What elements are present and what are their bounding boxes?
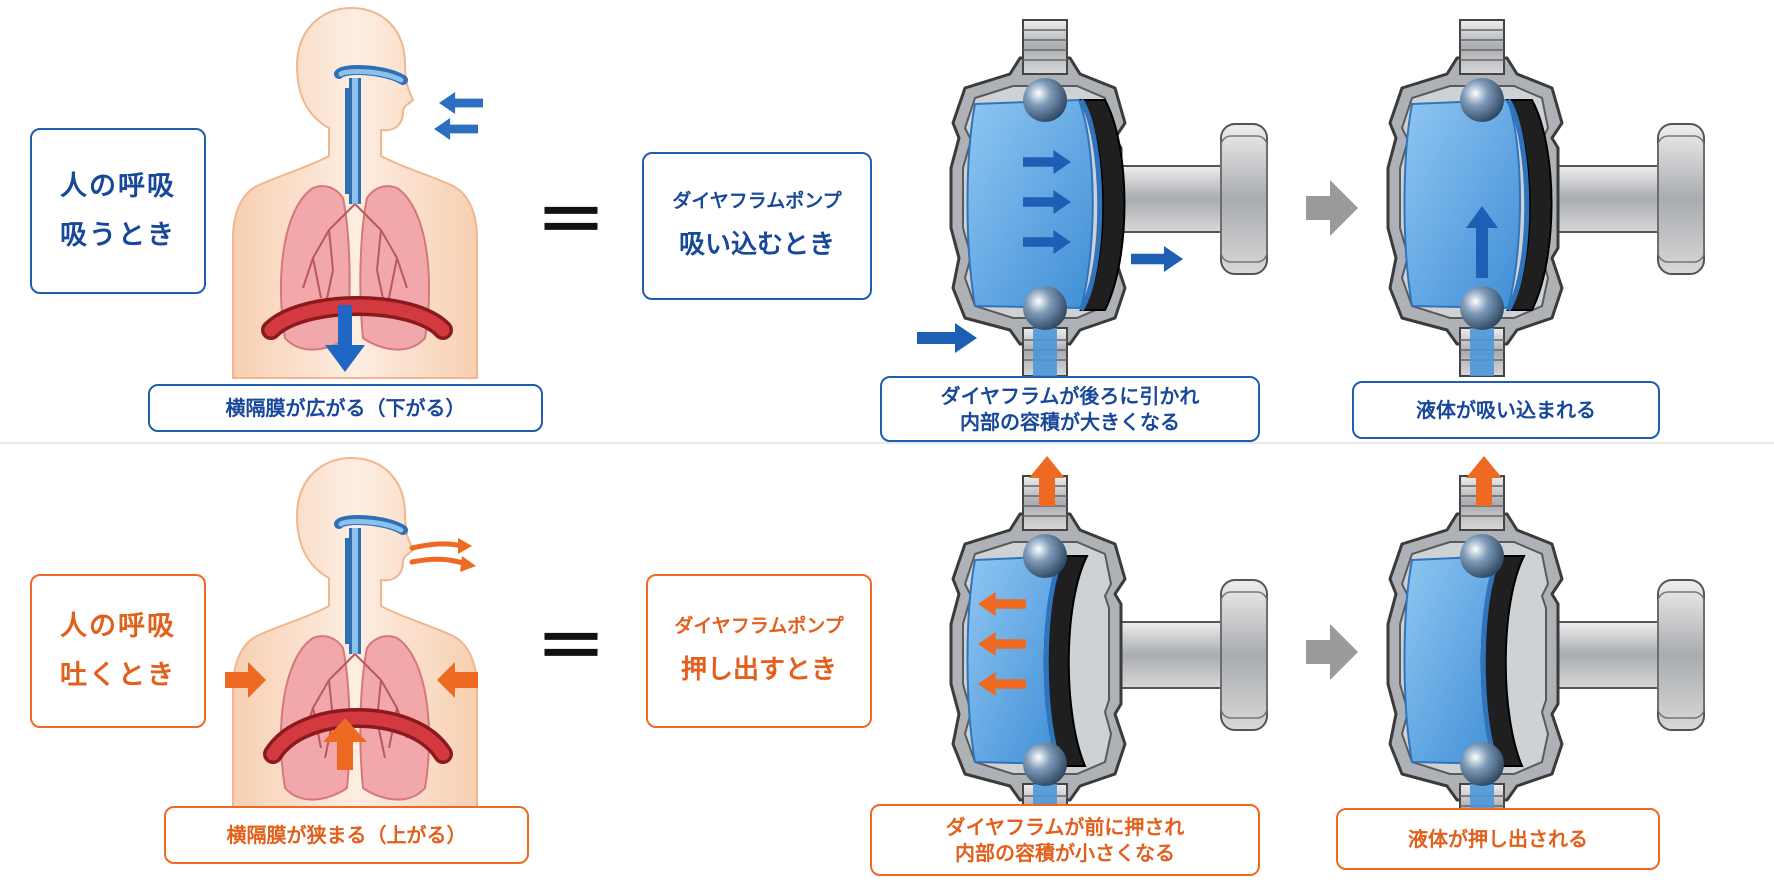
human-inhale-label: 人の呼吸 吸うとき <box>30 128 206 294</box>
gray-step-arrow-icon-top <box>1306 180 1358 236</box>
diaphragm-up-arrow <box>323 718 367 770</box>
flow-arrow-icon-outlet-2 <box>1466 456 1502 506</box>
human-inhale-line2: 吸うとき <box>60 220 176 251</box>
squeeze-arrow-right <box>437 662 478 698</box>
diaphragm-pump-icon-suction-1 <box>949 18 1269 378</box>
pump-suction-line1: ダイヤフラムポンプ <box>672 189 842 212</box>
air-in-arrows <box>434 92 483 140</box>
flow-arrow-icon-outlet-1 <box>1029 456 1065 506</box>
diaphragm-pump-icon-suction-2 <box>1386 18 1706 378</box>
human-exhale-line1: 人の呼吸 <box>60 610 176 642</box>
human-exhale-caption: 横隔膜が狭まる（上がる） <box>164 806 529 864</box>
equals-symbol-top: ＝ <box>536 180 606 262</box>
diaphragm-pump-icon-push-2 <box>1386 474 1706 834</box>
pump-suction-caption-1: ダイヤフラムが後ろに引かれ 内部の容積が大きくなる <box>880 376 1260 442</box>
human-exhale-line2: 吐くとき <box>60 660 176 691</box>
human-torso-icon-exhale <box>232 457 478 829</box>
squeeze-arrow-left <box>225 662 266 698</box>
pump-push-line1: ダイヤフラムポンプ <box>674 614 844 637</box>
pump-push-caption-2: 液体が押し出される <box>1336 808 1660 870</box>
human-torso-icon-inhale <box>232 7 478 379</box>
pump-suction-caption-2: 液体が吸い込まれる <box>1352 381 1660 439</box>
human-inhale-caption: 横隔膜が広がる（下がる） <box>148 384 543 432</box>
pump-suction-label: ダイヤフラムポンプ 吸い込むとき <box>642 152 872 300</box>
pump-suction-line2: 吸い込むとき <box>678 230 835 261</box>
pump-push-caption-1: ダイヤフラムが前に押され 内部の容積が小さくなる <box>870 804 1260 876</box>
gray-step-arrow-icon-bottom <box>1306 624 1358 680</box>
pump-push-line2: 押し出すとき <box>680 655 837 686</box>
equals-symbol-bottom: ＝ <box>536 606 606 688</box>
diaphragm-down-arrow <box>325 305 365 372</box>
human-exhale-label: 人の呼吸 吐くとき <box>30 574 206 728</box>
pump-push-label: ダイヤフラムポンプ 押し出すとき <box>646 574 872 728</box>
human-inhale-line1: 人の呼吸 <box>60 170 176 202</box>
diaphragm-pump-icon-push-1 <box>949 474 1269 834</box>
air-out-arrows <box>409 541 469 567</box>
